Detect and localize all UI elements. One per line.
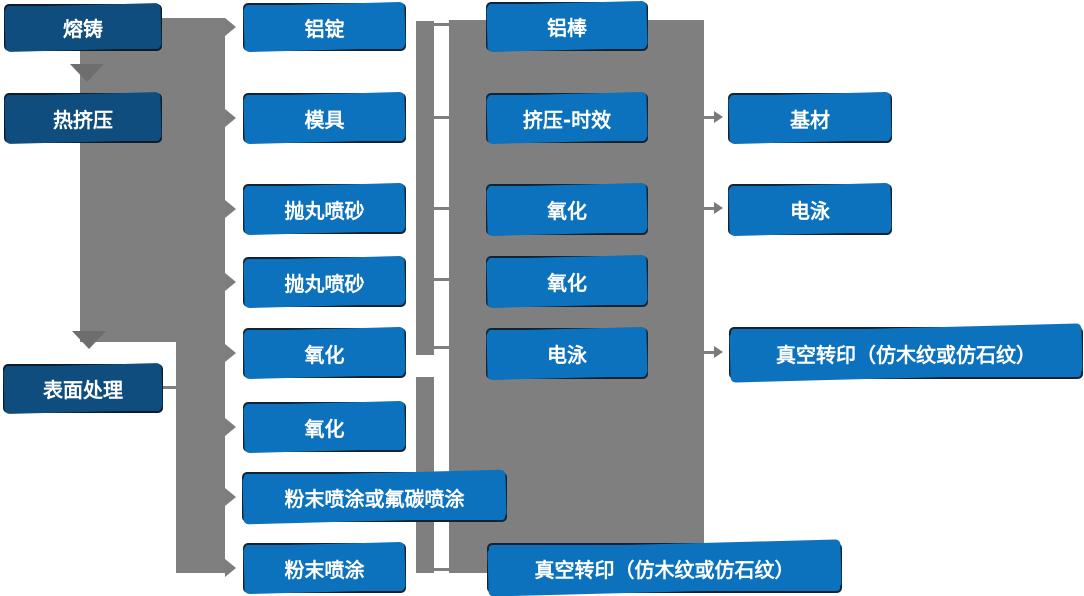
arrow-down-icon <box>70 64 104 82</box>
node-oxidation-2: 氧化 <box>243 402 406 452</box>
arrow-right-icon <box>714 111 723 123</box>
connector-line <box>704 351 715 354</box>
arrow-right-icon <box>714 346 723 358</box>
arrow-right-icon <box>225 418 236 436</box>
node-label: 氧化 <box>547 271 587 295</box>
node-label: 真空转印（仿木纹或仿石纹） <box>776 342 1036 367</box>
node-label: 热挤压 <box>53 107 113 132</box>
trunk-bar-left-lower <box>176 342 225 573</box>
node-label: 基材 <box>790 107 830 132</box>
node-melting: 熔铸 <box>4 4 162 51</box>
node-label: 真空转印（仿木纹或仿石纹） <box>534 557 795 582</box>
node-hot-extrusion: 热挤压 <box>4 93 162 143</box>
connector-line <box>434 116 449 119</box>
node-label: 表面处理 <box>43 378 123 402</box>
node-label: 电泳 <box>790 199 830 223</box>
node-electrophoresis-1: 电泳 <box>486 328 648 379</box>
node-aluminum-ingot: 铝锭 <box>243 3 406 51</box>
connector-line <box>434 568 449 571</box>
node-oxidation-1: 氧化 <box>243 328 406 378</box>
node-powder-or-fluorocarbon: 粉末喷涂或氟碳喷涂 <box>242 472 507 522</box>
node-vacuum-transfer-2: 真空转印（仿木纹或仿石纹） <box>487 543 842 593</box>
arrow-down-icon <box>72 331 106 349</box>
node-shot-blasting-1: 抛丸喷砂 <box>243 184 406 234</box>
connector-line <box>434 278 449 281</box>
node-mold: 模具 <box>243 93 406 143</box>
node-extrusion-aging: 挤压-时效 <box>486 93 648 143</box>
node-label: 熔铸 <box>63 17 103 41</box>
node-label: 氧化 <box>547 199 587 223</box>
connector-line <box>434 23 449 26</box>
arrow-right-icon <box>225 200 236 218</box>
node-label: 粉末喷涂 <box>284 557 365 582</box>
arrow-right-icon <box>225 18 236 36</box>
node-label: 挤压-时效 <box>522 107 612 132</box>
node-electrophoresis-2: 电泳 <box>728 184 892 235</box>
collector-bar-upper <box>416 21 434 355</box>
node-label: 氧化 <box>304 416 345 441</box>
connector-line <box>162 386 177 389</box>
arrow-right-icon <box>225 488 236 506</box>
node-shot-blasting-2: 抛丸喷砂 <box>243 257 406 307</box>
node-label: 抛丸喷砂 <box>284 198 365 223</box>
node-label: 模具 <box>304 107 345 132</box>
connector-line <box>434 346 449 349</box>
node-label: 电泳 <box>547 343 587 367</box>
connector-line <box>434 207 449 210</box>
arrow-right-icon <box>225 273 236 291</box>
node-oxidation-3: 氧化 <box>486 184 648 235</box>
node-label: 抛丸喷砂 <box>284 271 365 296</box>
trunk-bar-left-upper <box>80 18 225 342</box>
node-powder-coating: 粉末喷涂 <box>243 543 406 593</box>
arrow-right-icon <box>225 559 236 577</box>
node-surface-treatment: 表面处理 <box>3 364 163 413</box>
arrow-right-icon <box>714 202 723 214</box>
node-label: 铝棒 <box>547 16 587 40</box>
node-label: 粉末喷涂或氟碳喷涂 <box>284 486 465 511</box>
connector-line <box>704 116 715 119</box>
arrow-right-icon <box>225 344 236 362</box>
node-vacuum-transfer-1: 真空转印（仿木纹或仿石纹） <box>729 327 1083 379</box>
node-aluminum-rod: 铝棒 <box>486 2 648 51</box>
node-label: 铝锭 <box>304 16 345 41</box>
node-label: 氧化 <box>304 342 345 367</box>
connector-line <box>704 207 715 210</box>
node-oxidation-4: 氧化 <box>486 256 648 307</box>
arrow-right-icon <box>225 109 236 127</box>
node-base-material: 基材 <box>728 93 892 143</box>
